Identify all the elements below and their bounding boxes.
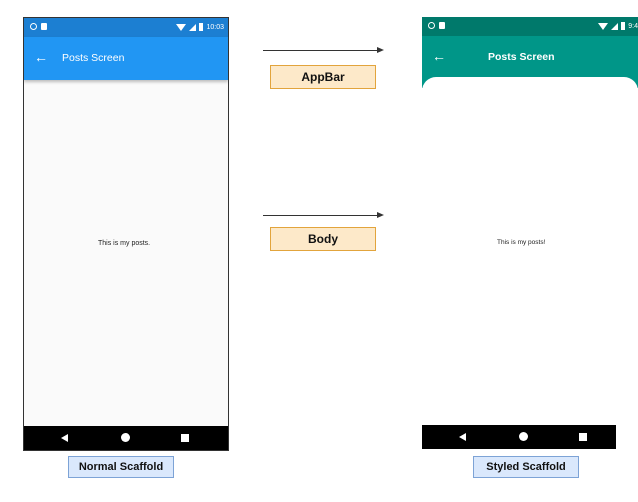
wifi-icon bbox=[176, 23, 187, 31]
styled-body-panel bbox=[422, 77, 638, 437]
battery-icon bbox=[199, 23, 204, 31]
styled-scaffold-caption: Styled Scaffold bbox=[473, 456, 579, 478]
wifi-icon bbox=[598, 22, 609, 30]
nav-home-icon[interactable] bbox=[519, 432, 528, 441]
body-text: This is my posts! bbox=[497, 239, 546, 246]
nav-recent-icon[interactable] bbox=[181, 434, 189, 442]
signal-icon bbox=[611, 22, 619, 30]
battery-icon bbox=[621, 22, 626, 30]
nav-recent-icon[interactable] bbox=[579, 433, 587, 441]
arrow-icon bbox=[377, 47, 384, 53]
appbar-arrow bbox=[263, 50, 377, 51]
normal-scaffold-caption: Normal Scaffold bbox=[68, 456, 174, 478]
status-bar: 10:03 bbox=[24, 18, 228, 37]
app-bar-title: Posts Screen bbox=[488, 51, 555, 63]
app-bar-title: Posts Screen bbox=[62, 52, 125, 64]
body-label: Body bbox=[270, 227, 376, 251]
appbar-label: AppBar bbox=[270, 65, 376, 89]
styled-scaffold-phone: 9:4 ← Posts Screen This is my posts! bbox=[422, 17, 638, 449]
app-bar: ← Posts Screen bbox=[24, 37, 228, 80]
body-text: This is my posts. bbox=[98, 240, 151, 247]
nav-back-icon[interactable] bbox=[61, 434, 68, 442]
settings-icon bbox=[428, 22, 435, 29]
status-time: 9:4 bbox=[628, 22, 638, 30]
nav-back-icon[interactable] bbox=[459, 433, 466, 441]
settings-icon bbox=[30, 23, 37, 30]
status-bar: 9:4 bbox=[422, 17, 638, 36]
arrow-icon bbox=[377, 212, 384, 218]
navigation-bar bbox=[24, 426, 228, 450]
back-arrow-icon[interactable]: ← bbox=[432, 48, 446, 64]
navigation-bar bbox=[422, 425, 616, 449]
status-time: 10:03 bbox=[206, 23, 224, 31]
nav-home-icon[interactable] bbox=[121, 433, 130, 442]
signal-icon bbox=[189, 23, 197, 31]
sim-icon bbox=[41, 23, 47, 30]
normal-scaffold-phone: 10:03 ← Posts Screen This is my posts. bbox=[23, 17, 229, 451]
back-arrow-icon[interactable]: ← bbox=[34, 49, 48, 65]
sim-icon bbox=[439, 22, 445, 29]
body-arrow bbox=[263, 215, 377, 216]
